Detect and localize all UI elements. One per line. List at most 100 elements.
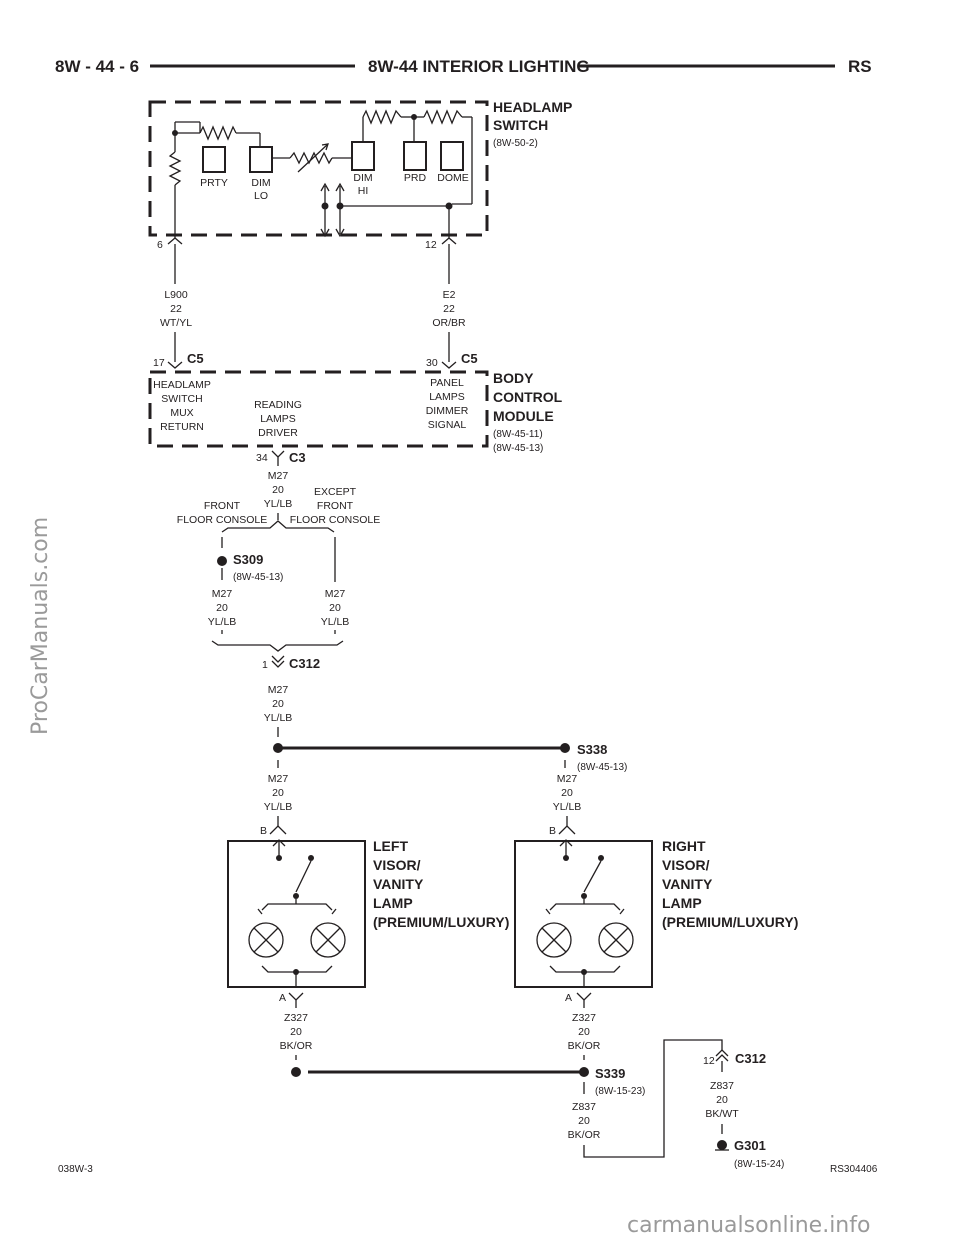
dome-terminal (440, 141, 464, 171)
ground-icon (717, 1140, 727, 1150)
m27-left-color: YL/LB (208, 616, 237, 628)
m27-rv-circuit: M27 (557, 773, 578, 785)
branch-except-label-3: FLOOR CONSOLE (290, 514, 380, 526)
branch-front-label-1: FRONT (204, 500, 241, 512)
wire-z837-or-label: Z837 20 BK/OR (568, 1101, 601, 1141)
wire-m27-right-label: M27 20 YL/LB (321, 588, 350, 628)
left-visor-title-3: VANITY (373, 876, 424, 892)
z327-left-color: BK/OR (280, 1040, 313, 1052)
prty-label: PRTY (200, 177, 228, 189)
bcm-reading-label-3: DRIVER (258, 427, 298, 439)
g301-ground: G301 (8W-15-24) (715, 1138, 784, 1170)
m27-rv-gauge: 20 (561, 787, 573, 799)
body-control-module: 17 C5 30 C5 BODY CONTROL MODULE (8W-45-1… (148, 351, 563, 466)
z837-or-gauge: 20 (578, 1115, 590, 1127)
l900-gauge: 22 (170, 303, 182, 315)
c3-pin: 34 (256, 452, 268, 464)
page-header: 8W - 44 - 6 8W-44 INTERIOR LIGHTING RS (55, 57, 872, 76)
m27-right-color: YL/LB (321, 616, 350, 628)
s338-label: S338 (577, 742, 607, 757)
wire-m27-left-label: M27 20 YL/LB (208, 588, 237, 628)
left-visor-pin-a: A (279, 992, 286, 1004)
c5-left-pin: 17 (153, 357, 165, 369)
z837-wt-gauge: 20 (716, 1094, 728, 1106)
footer-right-code: RS304406 (830, 1164, 878, 1175)
l900-color: WT/YL (160, 317, 192, 329)
bcm-panel-label-2: LAMPS (429, 391, 465, 403)
bcm-title-3: MODULE (493, 408, 554, 424)
headlamp-switch: HEADLAMP SWITCH (8W-50-2) PRTY DIM LO DI… (148, 99, 572, 251)
bcm-mux-label-2: SWITCH (161, 393, 202, 405)
right-visor-title-2: VISOR/ (662, 857, 710, 873)
left-lamp-bulb-2 (310, 922, 346, 958)
headlamp-switch-title-1: HEADLAMP (493, 99, 572, 115)
e2-gauge: 22 (443, 303, 455, 315)
left-visor-title-2: VISOR/ (373, 857, 421, 873)
s339-splice-dot (579, 1067, 589, 1077)
switch-pin-6: 6 (157, 239, 163, 251)
m27-c312-circuit: M27 (268, 684, 289, 696)
wire-z837-wt-label: Z837 20 BK/WT (705, 1080, 739, 1120)
left-ground-bus-dot (291, 1067, 301, 1077)
branch-front-label-2: FLOOR CONSOLE (177, 514, 267, 526)
wire-e2-label: E2 22 OR/BR (432, 289, 466, 329)
bcm-mux-label-4: RETURN (160, 421, 204, 433)
e2-color: OR/BR (432, 317, 466, 329)
s309-label: S309 (233, 552, 263, 567)
left-visor-outline (227, 840, 366, 988)
dim-hi-terminal (351, 141, 375, 171)
bcm-mux-label-1: HEADLAMP (153, 379, 211, 391)
s309-splice-dot (217, 556, 227, 566)
headlamp-switch-outline (148, 100, 489, 237)
z837-wt-circuit: Z837 (710, 1080, 734, 1092)
bcm-reading-label-2: LAMPS (260, 413, 296, 425)
e2-circuit: E2 (443, 289, 456, 301)
bcm-ref-2: (8W-45-13) (493, 443, 543, 454)
right-visor-outline (514, 840, 653, 988)
m27-circuit: M27 (268, 470, 289, 482)
m27-rv-color: YL/LB (553, 801, 582, 813)
bcm-panel-label-3: DIMMER (426, 405, 469, 417)
m27-c312-gauge: 20 (272, 698, 284, 710)
z327-right-circuit: Z327 (572, 1012, 596, 1024)
bcm-panel-label-1: PANEL (430, 377, 464, 389)
c5-left-connector: C5 (187, 351, 204, 366)
dim-hi-label-2: HI (358, 185, 369, 197)
c5-right-connector: C5 (461, 351, 478, 366)
wire-l900-label: L900 22 WT/YL (160, 289, 192, 329)
right-visor-pin-b: B (549, 825, 556, 837)
left-visor-title-5: (PREMIUM/LUXURY) (373, 914, 509, 930)
dim-hi-label-1: DIM (353, 172, 372, 184)
right-lamp-bulb-1 (536, 922, 572, 958)
branch-except-label-1: EXCEPT (314, 486, 357, 498)
right-lamp-bulb-2 (598, 922, 634, 958)
left-visor-title-1: LEFT (373, 838, 408, 854)
c312-bottom-label: C312 (735, 1051, 766, 1066)
right-visor-title-5: (PREMIUM/LUXURY) (662, 914, 798, 930)
wire-m27-left-visor-label: M27 20 YL/LB (264, 773, 293, 813)
bcm-mux-label-3: MUX (170, 407, 193, 419)
bcm-ref-1: (8W-45-11) (493, 429, 543, 440)
switch-pin-12: 12 (425, 239, 437, 251)
dim-lo-label-2: LO (254, 190, 268, 202)
s339-label: S339 (595, 1066, 625, 1081)
right-visor-pin-a: A (565, 992, 572, 1004)
c312-top-connector: 1 C312 (262, 655, 320, 671)
g301-label: G301 (734, 1138, 766, 1153)
wire-m27-right-visor-label: M27 20 YL/LB (553, 773, 582, 813)
side-watermark: ProCarManuals.com (28, 517, 53, 735)
m27-color: YL/LB (264, 498, 293, 510)
wire-z327-right-label: Z327 20 BK/OR (568, 1012, 601, 1052)
z327-right-color: BK/OR (568, 1040, 601, 1052)
c312-bottom-pin: 12 (703, 1055, 715, 1067)
left-visor-lamp: B A LEFT VISOR/ VANITY LAMP (PREMIUM/LUX… (227, 816, 509, 1004)
bcm-panel-label-4: SIGNAL (428, 419, 467, 431)
m27-left-gauge: 20 (216, 602, 228, 614)
bcm-outline (148, 370, 489, 448)
footer-left-code: 038W-3 (58, 1164, 93, 1175)
wire-m27-c312-label: M27 20 YL/LB (264, 684, 293, 724)
left-visor-title-4: LAMP (373, 895, 413, 911)
z327-left-circuit: Z327 (284, 1012, 308, 1024)
wire-m27-trunk-label: M27 20 YL/LB (264, 470, 293, 510)
